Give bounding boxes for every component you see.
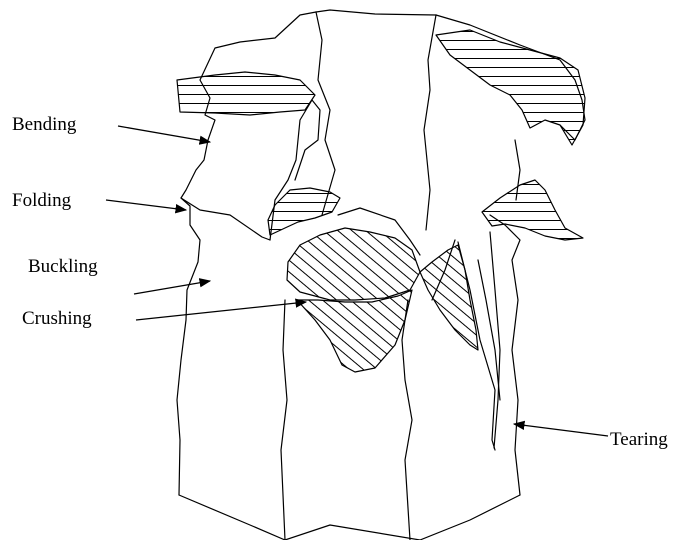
arrow-buckling <box>134 281 210 294</box>
arrow-tearing <box>514 424 608 436</box>
right-flap-section <box>482 180 583 240</box>
label-bending: Bending <box>12 114 77 135</box>
crushing-top-section <box>287 228 420 300</box>
label-tearing: Tearing <box>610 429 668 450</box>
arrow-bending <box>118 126 210 142</box>
hatched-sections <box>177 30 585 448</box>
right-wedge-section <box>420 245 478 350</box>
bending-section <box>177 72 315 115</box>
arrow-folding <box>106 200 186 210</box>
label-crushing: Crushing <box>22 308 92 329</box>
label-buckling: Buckling <box>28 256 98 277</box>
arrow-crushing <box>136 302 306 320</box>
label-folding: Folding <box>12 190 72 211</box>
column-left-edge <box>177 140 208 495</box>
crushing-bottom-section <box>297 290 412 372</box>
tear-slit <box>490 232 500 448</box>
top-right-section <box>436 30 585 145</box>
